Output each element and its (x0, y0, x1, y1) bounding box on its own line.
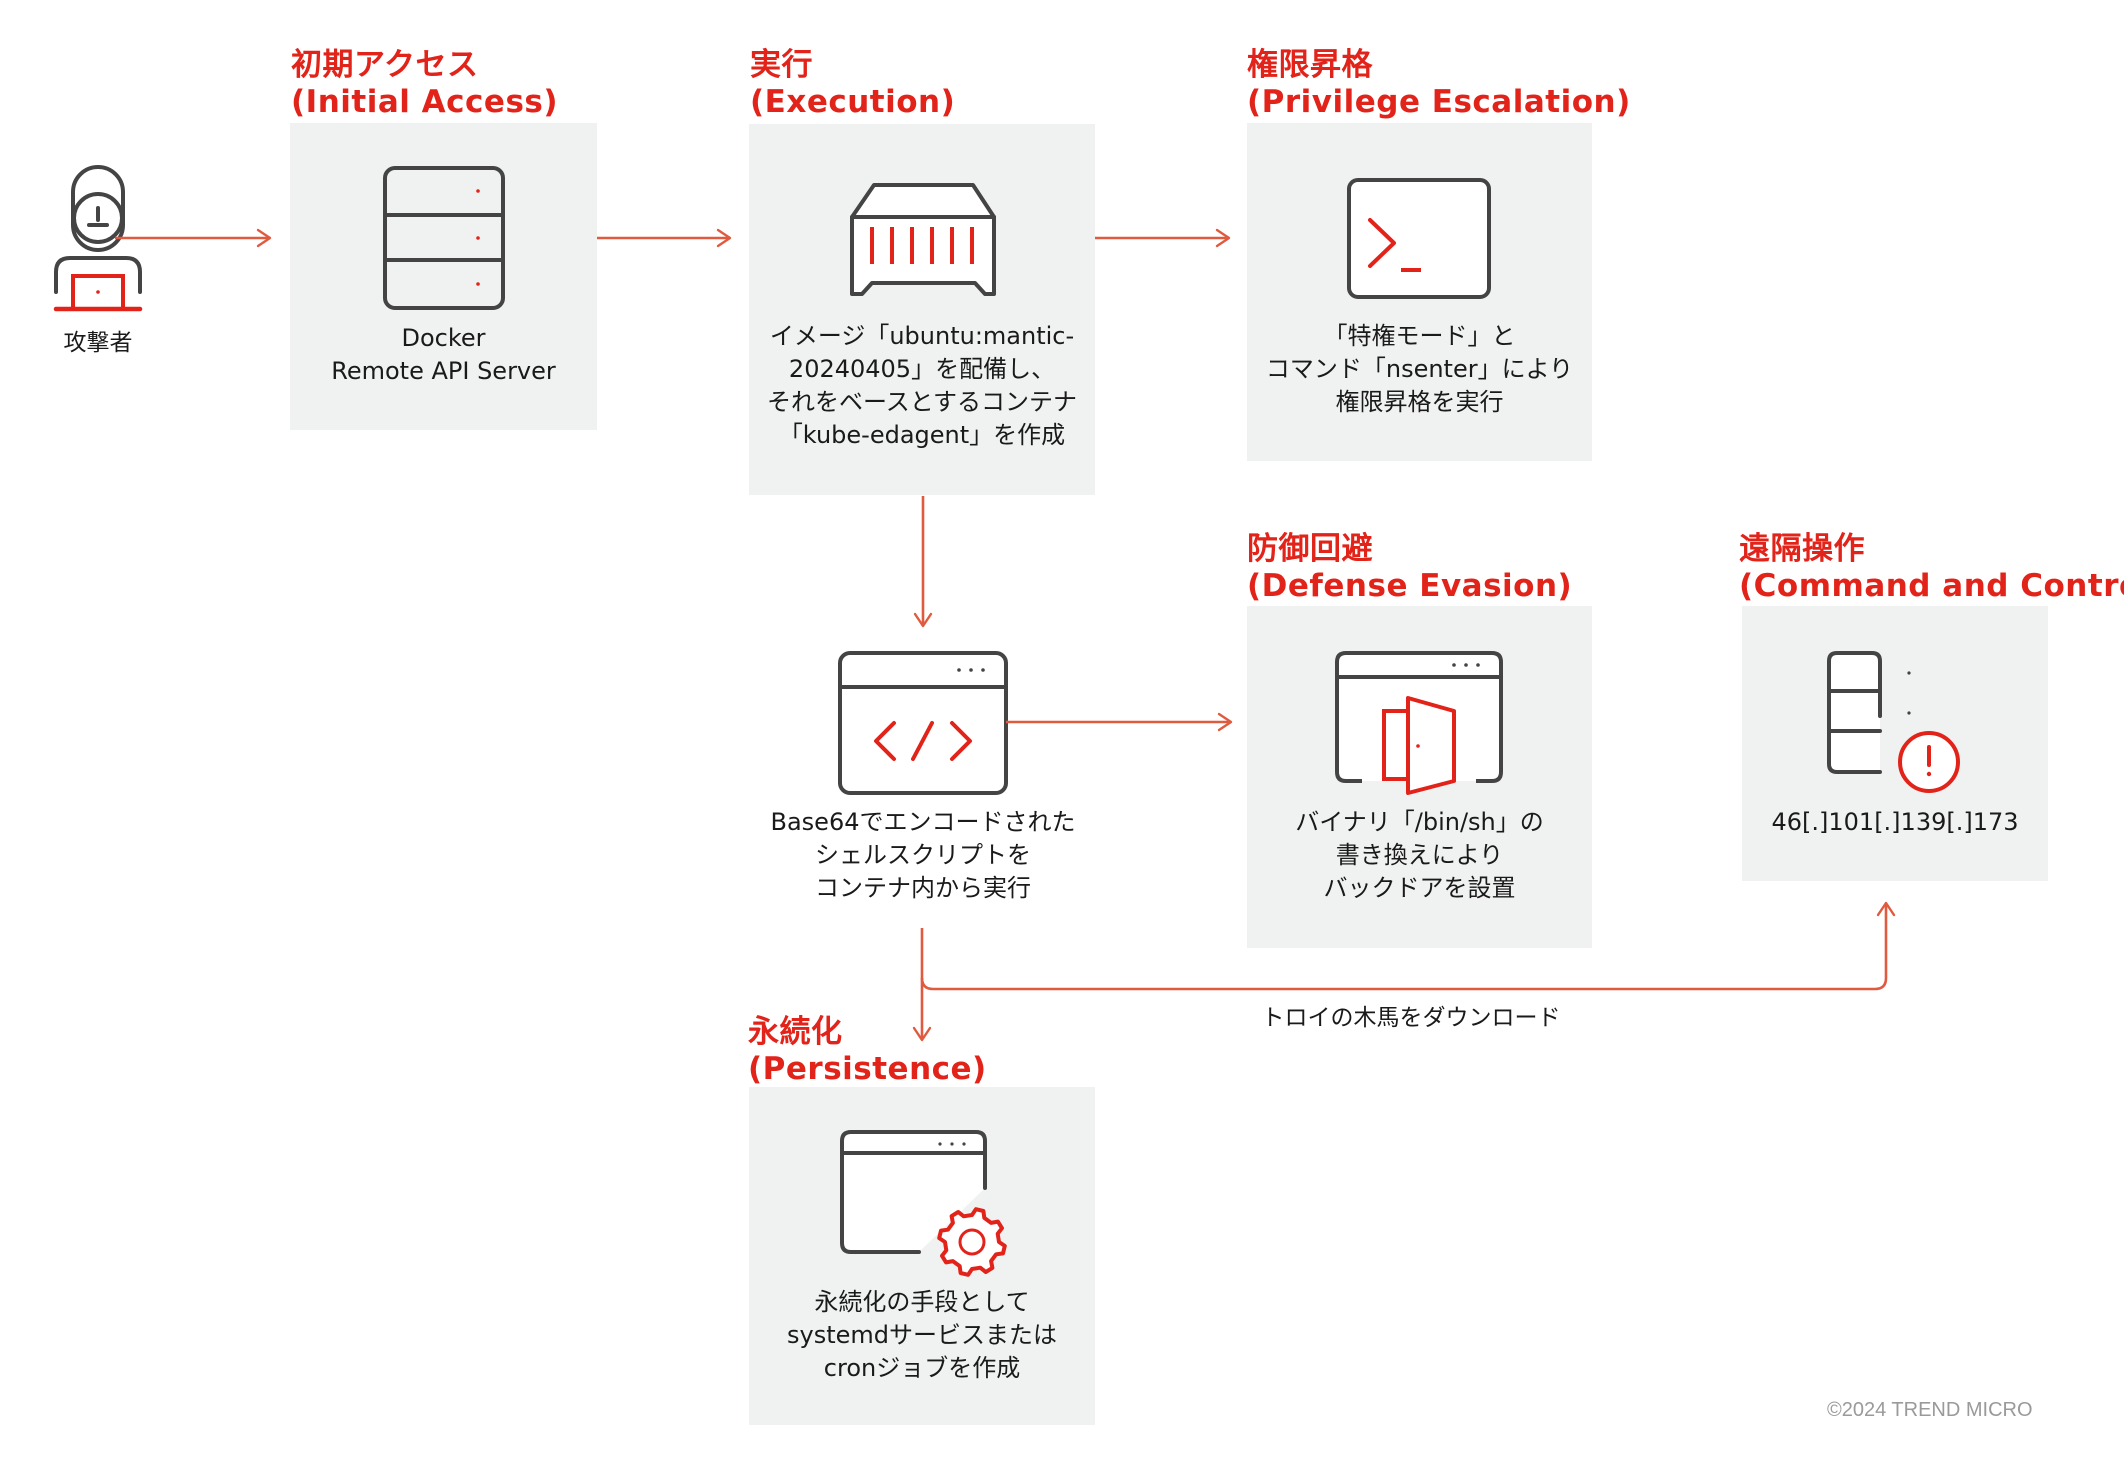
desc-line: Remote API Server (331, 357, 556, 385)
arrows (115, 228, 1896, 1042)
attacker-icon (53, 165, 143, 312)
desc-line: バイナリ「/bin/sh」の (1295, 808, 1544, 836)
desc-line: 「kube-edagent」を作成 (778, 421, 1066, 449)
backdoor-icon (1335, 651, 1503, 795)
desc-line: 書き換えにより (1335, 841, 1504, 869)
desc-line: systemdサービスまたは (787, 1321, 1057, 1349)
desc-line: 「特権モード」と (1323, 322, 1516, 350)
privilege-escalation-title: 権限昇格 (Privilege Escalation) (1247, 47, 1631, 121)
container-icon (850, 183, 996, 296)
terminal-icon (1347, 178, 1491, 299)
code-window-icon (838, 651, 1008, 795)
script-exec-desc: Base64でエンコードされた シェルスクリプトを コンテナ内から実行 (743, 806, 1103, 905)
gear-icon (937, 1207, 1007, 1277)
desc-line: cronジョブを作成 (823, 1354, 1021, 1382)
initial-access-title-en: (Initial Access) (291, 84, 559, 120)
copyright: ©2024 TREND MICRO (1827, 1399, 2033, 1421)
persistence-desc: 永続化の手段として systemdサービスまたは cronジョブを作成 (749, 1286, 1095, 1385)
command-and-control-title: 遠隔操作 (Command and Control) (1739, 531, 2124, 605)
desc-line: 権限昇格を実行 (1335, 388, 1504, 416)
trojan-download-label: トロイの木馬をダウンロード (1261, 1005, 1561, 1031)
defense-evasion-title-ja: 防御回避 (1247, 531, 1373, 567)
command-and-control-title-ja: 遠隔操作 (1739, 531, 1865, 567)
initial-access-title: 初期アクセス (Initial Access) (291, 47, 558, 121)
command-and-control-title-en: (Command and Control) (1739, 568, 2124, 604)
settings-window-icon (840, 1130, 1007, 1277)
initial-access-desc: Docker Remote API Server (290, 322, 597, 388)
defense-evasion-desc: バイナリ「/bin/sh」の 書き換えにより バックドアを設置 (1247, 806, 1592, 905)
execution-desc: イメージ「ubuntu:mantic- 20240405」を配備し、 それをベー… (749, 320, 1095, 452)
command-and-control-desc: 46[.]101[.]139[.]173 (1742, 806, 2048, 839)
initial-access-title-ja: 初期アクセス (291, 47, 479, 83)
privilege-escalation-desc: 「特権モード」と コマンド「nsenter」により 権限昇格を実行 (1247, 320, 1592, 419)
privilege-escalation-title-ja: 権限昇格 (1247, 47, 1373, 83)
desc-line: シェルスクリプトを (815, 841, 1031, 869)
desc-line: 永続化の手段として (814, 1288, 1030, 1316)
attacker-label: 攻撃者 (63, 330, 133, 356)
c2-ip-address: 46[.]101[.]139[.]173 (1771, 808, 2019, 836)
server-alert-icon (1827, 651, 1960, 793)
desc-line: バックドアを設置 (1323, 874, 1516, 902)
desc-line: コマンド「nsenter」により (1265, 355, 1574, 383)
defense-evasion-title-en: (Defense Evasion) (1247, 568, 1573, 604)
desc-line: コンテナ内から実行 (815, 874, 1031, 902)
privilege-escalation-title-en: (Privilege Escalation) (1247, 84, 1631, 120)
command-and-control-box (1742, 606, 2048, 881)
desc-line: イメージ「ubuntu:mantic- (769, 322, 1075, 350)
initial-access-box (290, 123, 597, 430)
persistence-title-en: (Persistence) (748, 1051, 987, 1087)
persistence-title-ja: 永続化 (748, 1014, 843, 1050)
execution-title-en: (Execution) (750, 84, 956, 120)
desc-line: 20240405」を配備し、 (788, 355, 1056, 383)
desc-line: それをベースとするコンテナ (766, 388, 1078, 416)
arrow-trojan-download-to-c2 (920, 901, 1896, 991)
persistence-title: 永続化 (Persistence) (748, 1014, 987, 1088)
server-icon (383, 166, 505, 310)
desc-line: Docker (401, 324, 486, 352)
execution-title: 実行 (Execution) (750, 47, 955, 121)
defense-evasion-title: 防御回避 (Defense Evasion) (1247, 531, 1572, 605)
execution-title-ja: 実行 (750, 47, 813, 83)
desc-line: Base64でエンコードされた (770, 808, 1076, 836)
